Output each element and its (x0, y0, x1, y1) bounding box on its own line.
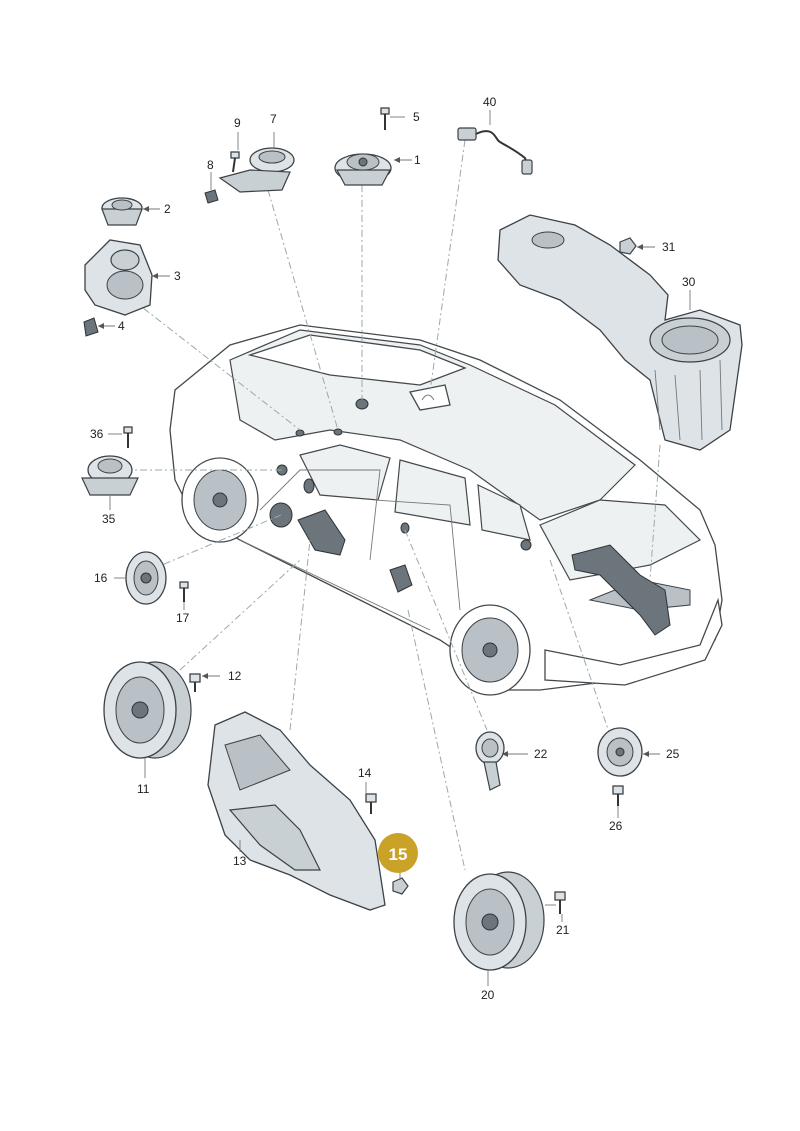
highlight-badge-label: 15 (389, 845, 408, 864)
door-carrier-part-13 (207, 711, 386, 911)
callout-4: 4 (118, 319, 125, 333)
nut-part-15 (392, 877, 409, 895)
callout-26: 26 (609, 819, 623, 833)
nut-part-31 (619, 237, 637, 255)
screw-part-26 (612, 785, 624, 806)
speaker-part-22 (475, 731, 505, 791)
callout-13: 13 (233, 854, 247, 868)
screw-part-9 (230, 151, 240, 173)
woofer-part-11 (103, 661, 192, 759)
screw-part-17 (179, 581, 189, 602)
highlight-badge-15[interactable]: 15 (378, 833, 418, 873)
projection-lines (110, 139, 661, 871)
screw-part-5 (380, 107, 390, 130)
screw-part-12 (189, 673, 201, 692)
screw-part-36 (123, 426, 133, 448)
screw-part-21 (554, 891, 566, 914)
callout-35: 35 (102, 512, 116, 526)
callout-2: 2 (164, 202, 171, 216)
callout-11: 11 (137, 782, 150, 796)
callout-3: 3 (174, 269, 181, 283)
callout-16: 16 (94, 571, 108, 585)
vehicle-illustration (169, 324, 723, 696)
callout-14: 14 (358, 766, 372, 780)
clip-part-8 (204, 189, 219, 204)
leader-arrowheads (98, 157, 649, 757)
speaker-part-35 (81, 455, 139, 496)
tweeter-part-2 (101, 197, 143, 226)
tweeter-bracket-part-7 (218, 147, 295, 193)
woofer-part-20 (453, 871, 545, 971)
callout-31: 31 (662, 240, 676, 254)
callout-labels: 1 2 3 4 5 7 8 9 11 12 13 14 16 17 20 21 … (90, 95, 696, 1002)
callout-20: 20 (481, 988, 495, 1002)
callout-1: 1 (414, 153, 421, 167)
callout-21: 21 (556, 923, 570, 937)
callout-8: 8 (207, 158, 214, 172)
callout-9: 9 (234, 116, 241, 130)
callout-36: 36 (90, 427, 104, 441)
callout-25: 25 (666, 747, 680, 761)
speaker-part-1 (334, 153, 392, 186)
callout-7: 7 (270, 112, 277, 126)
callout-40: 40 (483, 95, 497, 109)
cable-part-40 (457, 127, 533, 175)
speaker-part-25 (597, 727, 643, 777)
callout-12: 12 (228, 669, 242, 683)
callout-17: 17 (176, 611, 190, 625)
screw-part-14 (365, 793, 377, 814)
callout-22: 22 (534, 747, 548, 761)
speaker-part-16 (125, 551, 167, 605)
callout-30: 30 (682, 275, 696, 289)
subwoofer-part-30 (497, 214, 743, 451)
clip-part-4 (83, 317, 99, 337)
housing-part-3 (84, 239, 153, 316)
callout-5: 5 (413, 110, 420, 124)
